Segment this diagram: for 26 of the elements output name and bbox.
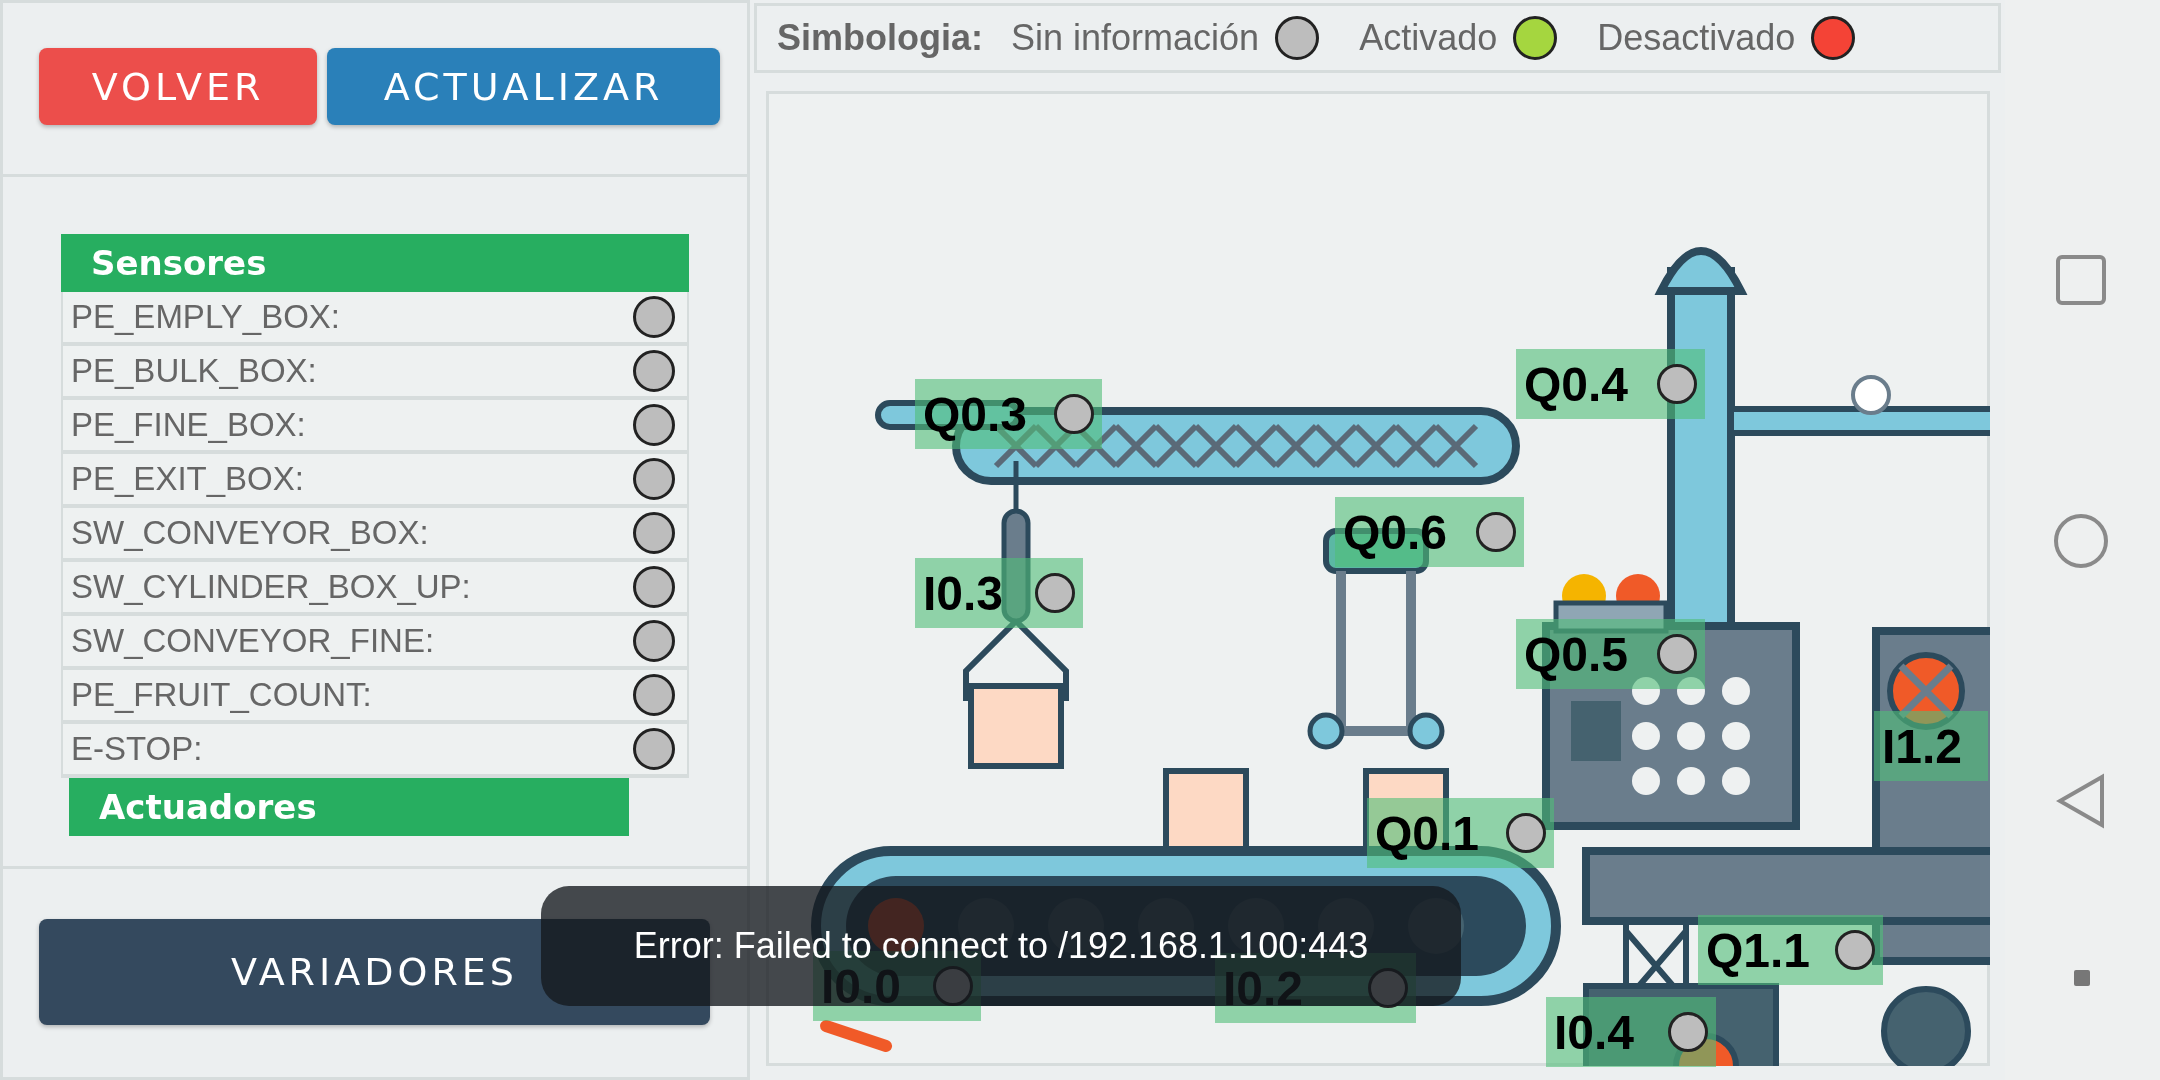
legend-text: Sin información (1011, 17, 1260, 59)
legend-text: Desactivado (1597, 17, 1796, 59)
io-tag-label: Q0.3 (923, 386, 1028, 442)
io-tag-label: Q0.1 (1375, 805, 1480, 861)
io-tag-label: Q0.4 (1524, 356, 1629, 412)
sensor-name: E-STOP: (71, 730, 203, 768)
sensor-name: SW_CYLINDER_BOX_UP: (71, 568, 471, 606)
refresh-button: ACTUALIZAR (327, 48, 720, 125)
io-tag-label: I1.2 (1882, 718, 1963, 774)
io-tag-label: Q1.1 (1706, 922, 1811, 978)
legend-text: Activado (1359, 17, 1498, 59)
back-button: VOLVER (39, 48, 317, 125)
sensor-name: SW_CONVEYOR_BOX: (71, 514, 429, 552)
io-tag-label: I0.3 (923, 565, 1004, 621)
sensor-name: PE_FINE_BOX: (71, 406, 306, 444)
sensor-name: PE_EXIT_BOX: (71, 460, 304, 498)
section-header: Sensores (61, 234, 689, 292)
io-tag-label: Q0.5 (1524, 626, 1629, 682)
section-header: Actuadores (69, 778, 629, 836)
sensor-name: PE_EMPLY_BOX: (71, 298, 340, 336)
sensor-name: SW_CONVEYOR_FINE: (71, 622, 435, 660)
sensor-name: PE_FRUIT_COUNT: (71, 676, 372, 714)
sensor-name: PE_BULK_BOX: (71, 352, 317, 390)
legend-title: Simbologia: (777, 17, 983, 59)
io-tag-label: I0.4 (1554, 1004, 1635, 1060)
io-tag-label: Q0.6 (1343, 504, 1448, 560)
